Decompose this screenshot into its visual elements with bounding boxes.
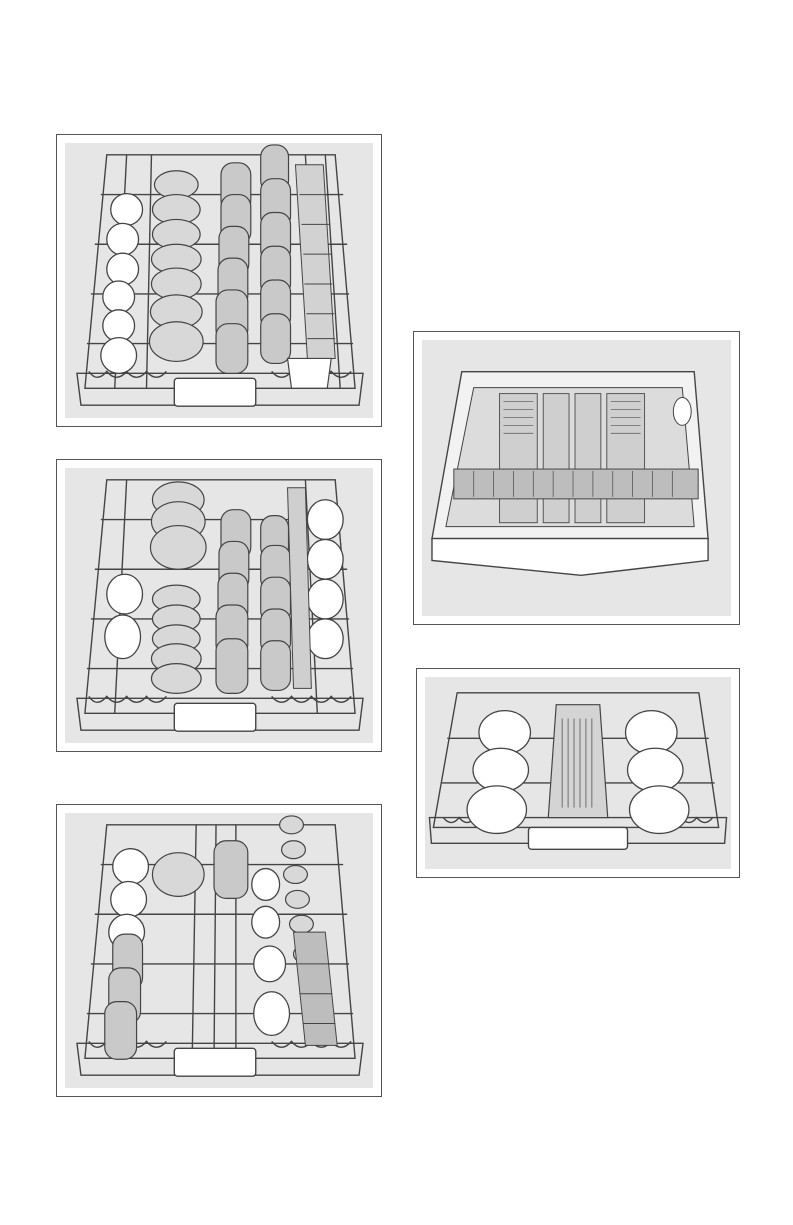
illustration-panel-5	[416, 668, 740, 878]
illustration-panel-1	[56, 134, 382, 427]
illustration-panel-4	[413, 331, 740, 625]
dishwasher-rack-icon	[417, 669, 739, 877]
illustration-panel-3	[56, 804, 382, 1097]
dishwasher-upper-rack-icon	[57, 460, 381, 751]
dishwasher-upper-rack-icon	[57, 135, 381, 426]
illustration-panel-2	[56, 459, 382, 752]
cutlery-drawer-icon	[414, 332, 739, 624]
dishwasher-upper-rack-icon	[57, 805, 381, 1096]
